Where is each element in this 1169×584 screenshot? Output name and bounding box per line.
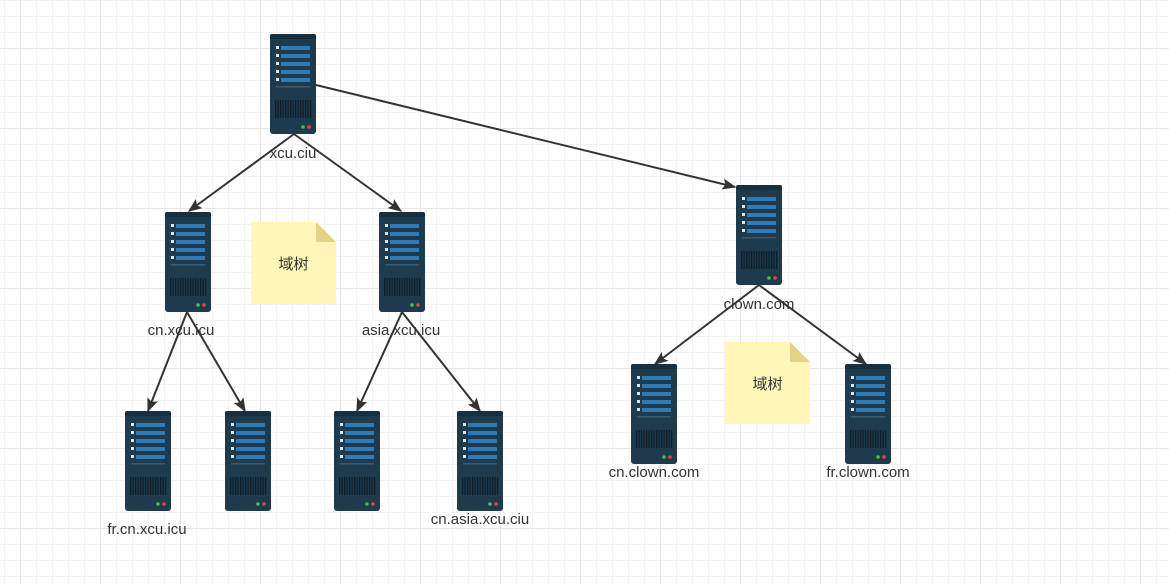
sticky-note-icon [251,222,336,304]
server-node-asia-leaf1[interactable] [334,411,380,511]
server-node-fr-cn[interactable] [125,411,171,511]
edge-clown-cn-clown[interactable] [653,284,760,365]
edge-cn-fr-cn[interactable] [147,311,188,413]
server-icon [845,364,891,464]
edge-root-asia[interactable] [293,133,403,212]
server-node-asia[interactable] [379,212,425,312]
server-node-cn-clown[interactable] [631,364,677,464]
edge-asia-cn-asia[interactable] [401,311,481,413]
note-domain-tree-2[interactable]: 域树 [725,342,810,424]
edge-cn-cn-leaf2[interactable] [186,311,246,413]
node-label-cn: cn.xcu.icu [147,322,215,339]
node-label-clown: clown.com [723,296,795,313]
edge-root-clown[interactable] [315,84,737,190]
server-icon [225,411,271,511]
node-label-fr-clown: fr.clown.com [826,464,910,481]
server-node-cn-leaf2[interactable] [225,411,271,511]
server-icon [457,411,503,511]
edge-clown-fr-clown[interactable] [758,284,868,365]
node-label-root: xcu.ciu [269,145,317,162]
server-node-clown[interactable] [736,185,782,285]
server-icon [736,185,782,285]
server-icon [334,411,380,511]
server-node-root[interactable] [270,34,316,134]
server-icon [631,364,677,464]
node-label-cn-clown: cn.clown.com [608,464,700,481]
note-text: 域树 [752,376,783,393]
node-label-cn-asia: cn.asia.xcu.ciu [430,511,530,528]
node-label-asia: asia.xcu.icu [361,322,441,339]
server-node-cn-asia[interactable] [457,411,503,511]
server-icon [125,411,171,511]
node-label-fr-cn: fr.cn.xcu.icu [107,521,187,538]
note-domain-tree-1[interactable]: 域树 [251,222,336,304]
server-icon [379,212,425,312]
server-icon [165,212,211,312]
edge-root-cn[interactable] [187,133,295,212]
server-icon [270,34,316,134]
server-node-fr-clown[interactable] [845,364,891,464]
server-node-cn[interactable] [165,212,211,312]
edges-layer [147,84,868,413]
edge-asia-asia-leaf1[interactable] [356,311,403,413]
sticky-note-icon [725,342,810,424]
note-text: 域树 [278,256,309,273]
